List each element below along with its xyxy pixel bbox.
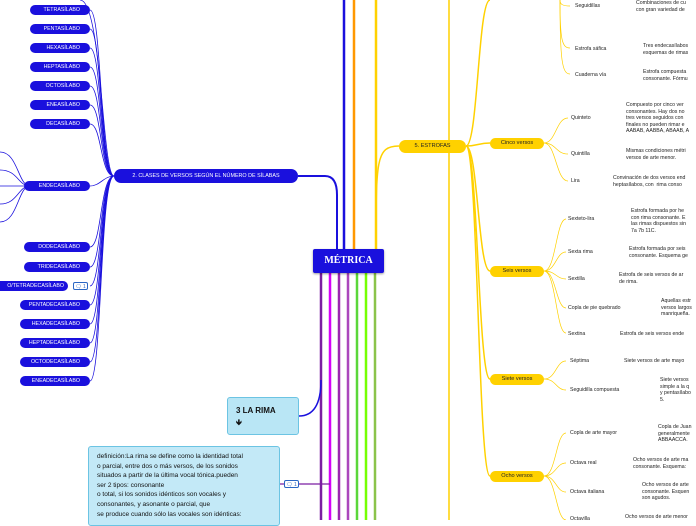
leaf-label[interactable]: Seguidillas: [575, 3, 601, 9]
central-topic[interactable]: MÉTRICA: [313, 249, 384, 273]
verse-type-dodecasilabo[interactable]: DODECASÍLABO: [24, 242, 90, 252]
leaf-desc: Estrofa de seis versos de ar de rima.: [619, 272, 684, 285]
verse-type-endecasilabo[interactable]: ENDECASÍLABO: [24, 181, 90, 191]
leaf-desc: Estrofa de seis versos ende: [620, 331, 685, 337]
verse-type-tetrasilabo[interactable]: TETRASÍLABO: [30, 5, 90, 15]
leaf-label[interactable]: Octavilla: [570, 516, 590, 522]
definition-line: se produce cuando sólo las vocales son i…: [97, 510, 242, 518]
verse-type-heptadecasilabo[interactable]: HEPTADECASÍLABO: [20, 338, 90, 348]
verse-type-eneasilabo[interactable]: ENEASÍLABO: [30, 100, 90, 110]
leaf-desc: Tres endecasílabos esquemas de rimas: [643, 43, 689, 56]
leaf-desc: Estrofa compuesta consonante. Fórmu: [643, 69, 688, 82]
leaf-label[interactable]: Sexta rima: [568, 249, 593, 255]
verse-type-eneadecasilabo[interactable]: ENEADECASÍLABO: [20, 376, 90, 386]
branch-estrofas[interactable]: 5. ESTROFAS: [399, 140, 466, 153]
verse-type-pentadecasilabo[interactable]: PENTADECASÍLABO: [20, 300, 90, 310]
comment-count: 1: [82, 284, 86, 290]
leaf-desc: Aquellas estr versos largos manriqueña.: [661, 298, 692, 318]
leaf-desc: Siete versos simple a la q y pentasílabo…: [660, 377, 691, 403]
leaf-desc: Ocho versos de arte menor: [625, 514, 688, 520]
verse-type-tridecasilabo[interactable]: TRIDECASÍLABO: [24, 262, 90, 272]
leaf-desc: Copla de Juan generalmente ABBAACCA.: [658, 424, 692, 444]
comment-badge-2[interactable]: 🗨 1: [284, 480, 299, 488]
leaf-label[interactable]: Séptima: [570, 358, 590, 364]
leaf-label[interactable]: Sexteto-lira: [568, 216, 595, 222]
definition-line: situados a partir de la última vocal tón…: [97, 472, 238, 480]
verse-type-tetradecasilabo[interactable]: O/TETRADECASÍLABO: [0, 281, 68, 291]
comment-icon: 🗨: [286, 482, 293, 488]
leaf-label[interactable]: Octava real: [570, 460, 597, 466]
leaf-desc: Ocho versos de arte ma consonante. Esque…: [633, 457, 689, 470]
group-cinco-versos[interactable]: Cinco versos: [490, 138, 544, 149]
leaf-desc: Compuesto por cinco ver consonantes. Hay…: [626, 102, 690, 135]
definition-line: ser 2 tipos: consonante: [97, 481, 165, 489]
verse-type-hexadecasilabo[interactable]: HEXADECASÍLABO: [20, 319, 90, 329]
leaf-label[interactable]: Quinteto: [571, 115, 591, 121]
verse-type-pentasilabo[interactable]: PENTASÍLABO: [30, 24, 90, 34]
comment-icon: 🗨: [75, 284, 82, 290]
leaf-label[interactable]: Quintilla: [571, 151, 590, 157]
rima-title: 3 LA RIMA: [236, 406, 276, 415]
verse-type-decasilabo[interactable]: DECASÍLABO: [30, 119, 90, 129]
verse-type-hexasilabo[interactable]: HEXASÍLABO: [30, 43, 90, 53]
leaf-label[interactable]: Lira: [571, 178, 580, 184]
group-ocho-versos[interactable]: Ocho versos: [490, 471, 544, 482]
definition-line: definición:La rima se define como la ide…: [97, 453, 243, 460]
rima-definition: definición:La rima se define como la ide…: [88, 446, 280, 526]
verse-type-heptasilabo[interactable]: HEPTASÍLABO: [30, 62, 90, 72]
leaf-label[interactable]: Copla de pie quebrado: [568, 305, 621, 311]
leaf-label[interactable]: Sextilla: [568, 276, 585, 282]
leaf-label[interactable]: Seguidilla compuesta: [570, 387, 620, 393]
verse-type-octosilabo[interactable]: OCTOSÍLABO: [30, 81, 90, 91]
leaf-label[interactable]: Sextina: [568, 331, 586, 337]
verse-type-octodecasilabo[interactable]: OCTODECASÍLABO: [20, 357, 90, 367]
leaf-desc: Siete versos de arte mayo: [624, 358, 685, 364]
group-seis-versos[interactable]: Seis versos: [490, 266, 544, 277]
definition-line: o parcial, entre dos o más versos, de lo…: [97, 462, 238, 470]
leaf-desc: Combinaciones de cu con gran variedad de: [636, 0, 686, 13]
comment-badge[interactable]: 🗨 1: [73, 282, 88, 290]
leaf-desc: Mismas condiciones métri versos de arte …: [626, 148, 686, 161]
leaf-label[interactable]: Octava italiana: [570, 489, 605, 495]
leaf-label[interactable]: Copla de arte mayor: [570, 430, 617, 436]
comment-count: 1: [293, 482, 297, 488]
arrow-down-icon[interactable]: 🡻: [236, 418, 242, 427]
definition-line: o total, si los sonidos idénticos son vo…: [97, 491, 226, 499]
rima-topic[interactable]: 3 LA RIMA 🡻: [227, 397, 299, 435]
leaf-desc: Ocho versos de arte consonante. Esquen s…: [642, 482, 690, 502]
definition-line: consonantes, y asonante o parcial, que: [97, 500, 211, 508]
leaf-label[interactable]: Cuaderna vía: [575, 72, 607, 78]
group-siete-versos[interactable]: Siete versos: [490, 374, 544, 385]
branch-clases-de-versos[interactable]: 2. CLASES DE VERSOS SEGÚN EL NÚMERO DE S…: [114, 169, 298, 183]
leaf-desc: Estrofa formada por seis consonante. Esq…: [629, 246, 688, 259]
leaf-label[interactable]: Estrofa sáfica: [575, 46, 607, 52]
leaf-desc: Estrofa formada por he con rima consonan…: [631, 208, 687, 234]
leaf-desc: Convinación de dos versos end heptasílab…: [613, 175, 686, 188]
